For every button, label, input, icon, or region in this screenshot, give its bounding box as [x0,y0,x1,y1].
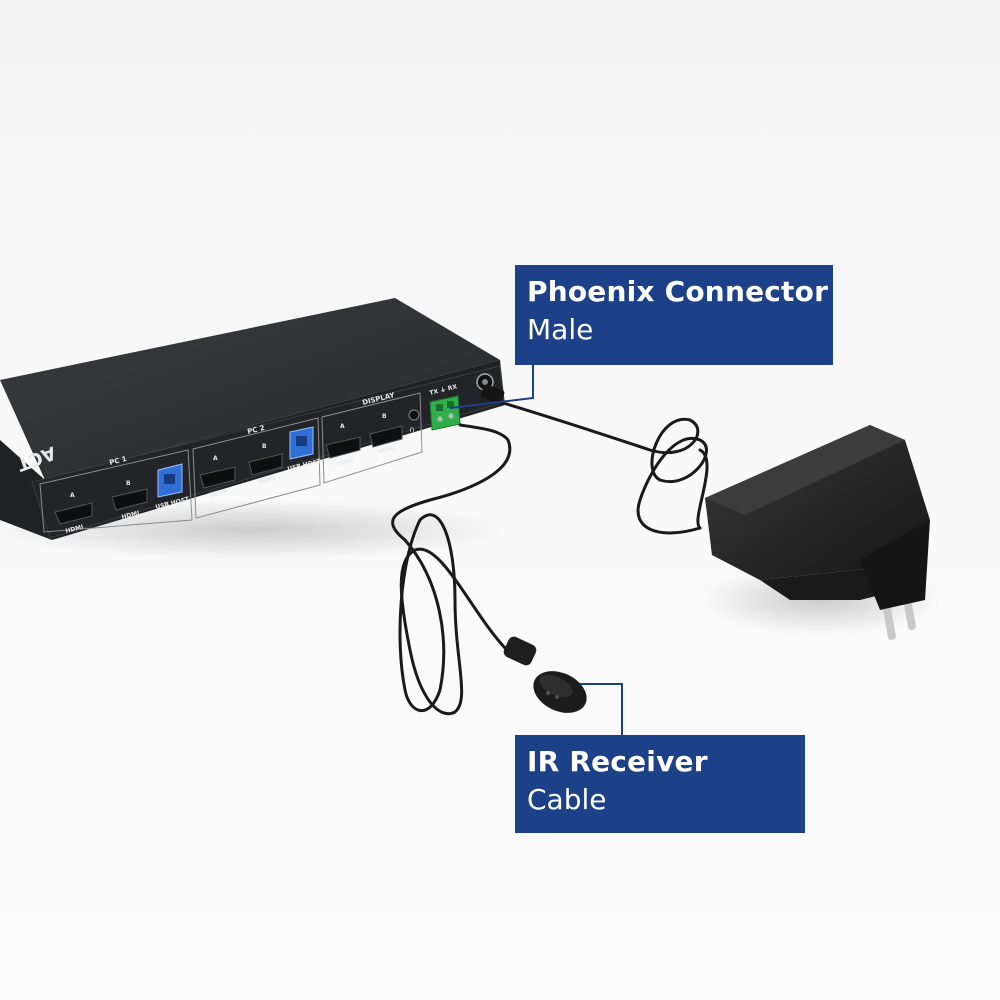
phoenix-connector-block [429,395,461,431]
callout-subtitle: Cable [527,783,607,816]
port-type-label: HDMI [209,488,228,499]
callout-subtitle: Male [527,313,594,346]
power-adapter [700,425,940,640]
callout-title: Phoenix Connector [527,275,829,308]
port-letter: A [213,455,218,462]
hdmi-port-pc2-b: B HDMI [248,443,283,486]
port-type-label: HDMI [377,445,396,456]
hdmi-port-display-a: A HDMI [325,423,361,468]
port-letter: A [70,492,75,499]
audio-jack: ∩ [408,409,420,434]
ir-receiver-eye [503,636,587,713]
callout-leader-lines [449,365,623,735]
callout-phoenix-connector: Phoenix Connector Male [515,265,833,365]
headphone-icon: ∩ [409,425,415,434]
port-letter: B [382,413,387,420]
hdmi-port-pc2-a: A HDMI [199,455,236,499]
port-type-label: HDMI [65,524,84,535]
port-letter: A [340,423,345,430]
power-cable [498,400,709,535]
port-letter: B [262,443,267,450]
port-type-label: HDMI [257,475,276,486]
kvm-switch: ACT PC 1 PC 2 DISPLAY A HDMI B HDMI USB … [0,298,510,560]
ir-receiver-cable [391,423,512,716]
callout-ir-receiver: IR Receiver Cable [515,735,805,833]
port-type-label: HDMI [121,510,140,521]
port-letter: B [126,480,131,487]
hdmi-port-pc1-b: B HDMI [111,480,148,521]
callout-title: IR Receiver [527,745,708,778]
port-type-label: HDMI [335,457,354,468]
hdmi-port-display-b: B HDMI [369,413,403,456]
hdmi-port-pc1-a: A HDMI [54,492,93,535]
